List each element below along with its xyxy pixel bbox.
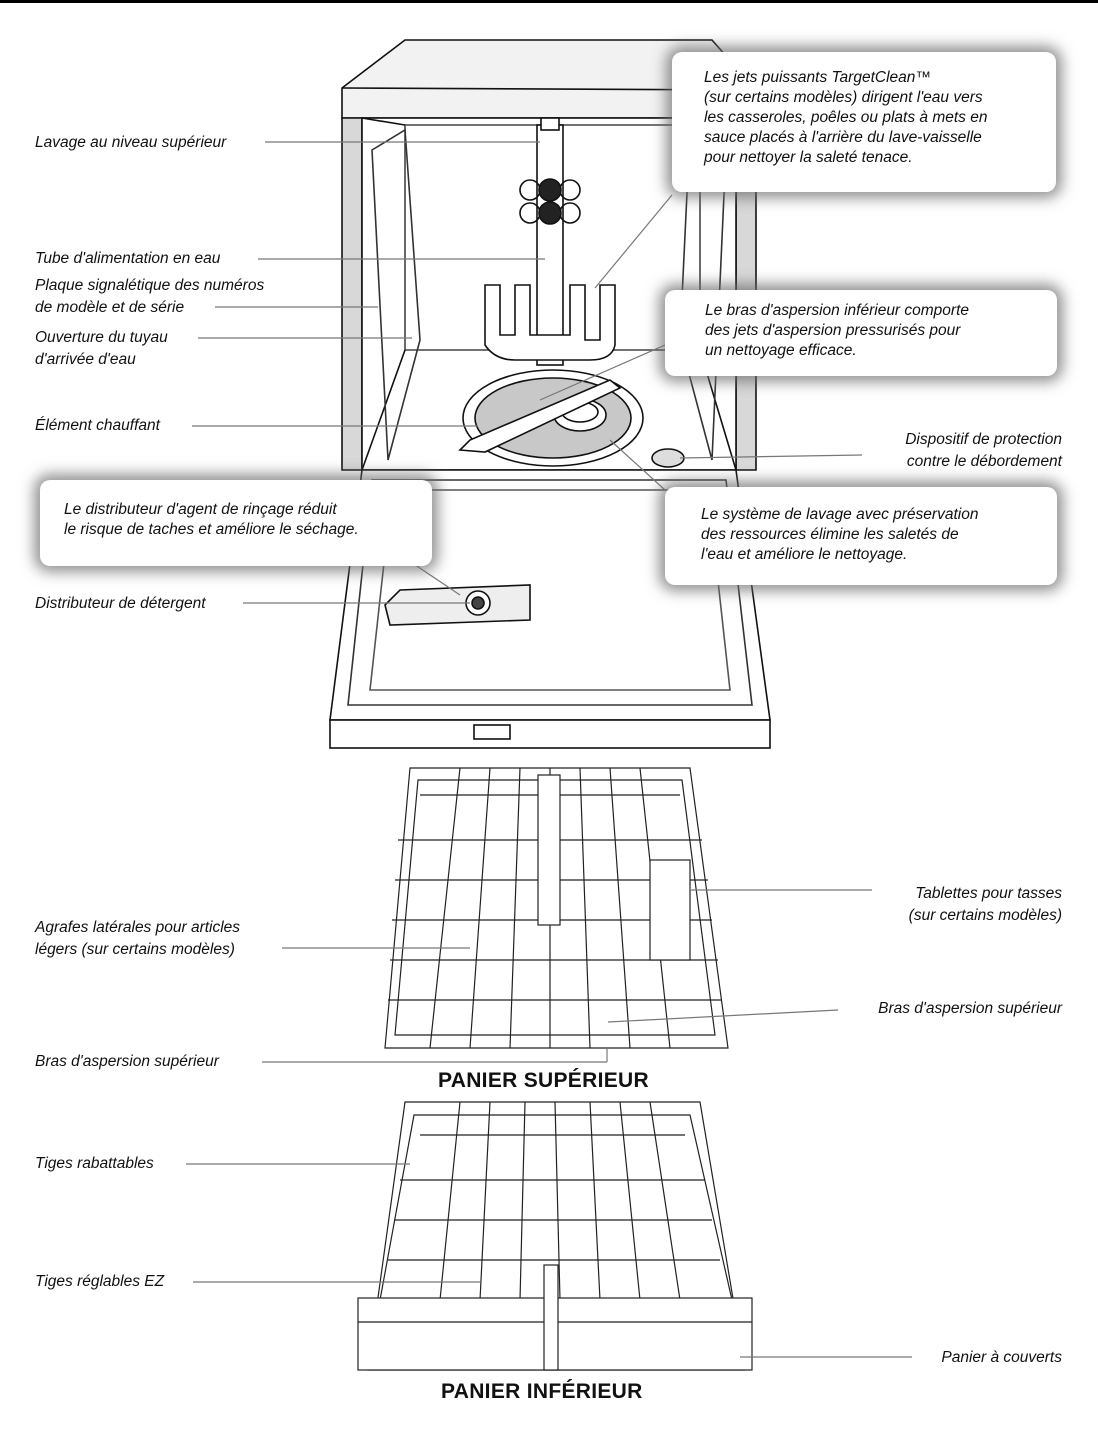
label-tablettes-line1: Tablettes pour tasses <box>915 885 1062 902</box>
leader-lines <box>186 141 912 1358</box>
label-element-chauffant: Élément chauffant <box>35 417 160 434</box>
upper-rack <box>384 767 729 1049</box>
callout-systeme-lavage-line: Le système de lavage avec préservation <box>701 506 979 523</box>
callout-targetclean-line: les casseroles, poêles ou plats à mets e… <box>704 109 988 126</box>
label-tiges-reglables: Tiges réglables EZ <box>35 1273 165 1290</box>
dishwasher-body <box>329 39 771 749</box>
label-distributeur-detergent: Distributeur de détergent <box>35 595 206 612</box>
label-bras-superieur-right: Bras d'aspersion supérieur <box>878 1000 1062 1017</box>
label-tablettes-line2: (sur certains modèles) <box>908 907 1062 924</box>
callout-bras-inferieur: Le bras d'aspersion inférieur comporte d… <box>665 290 1057 376</box>
label-plaque-line1: Plaque signalétique des numéros <box>35 277 265 294</box>
callout-systeme-lavage-line: l'eau et améliore le nettoyage. <box>701 546 908 563</box>
lower-rack <box>357 1101 753 1371</box>
label-ouverture-line2: d'arrivée d'eau <box>35 351 136 368</box>
label-ouverture-line1: Ouverture du tuyau <box>35 329 168 346</box>
top-rule <box>0 0 1098 3</box>
label-agrafes-line2: légers (sur certains modèles) <box>35 941 235 958</box>
label-dispositif-line2: contre le débordement <box>906 453 1062 470</box>
label-lavage-niveau-superieur: Lavage au niveau supérieur <box>35 134 227 151</box>
caption-panier-inferieur: PANIER INFÉRIEUR <box>441 1380 643 1403</box>
callout-targetclean: Les jets puissants TargetClean™ (sur cer… <box>672 52 1056 192</box>
label-tiges-rabattables: Tiges rabattables <box>35 1155 154 1172</box>
callout-rincage: Le distributeur d'agent de rinçage rédui… <box>40 480 432 566</box>
callout-bras-inferieur-line: des jets d'aspersion pressurisés pour <box>705 322 961 339</box>
label-tube-alimentation: Tube d'alimentation en eau <box>35 250 221 267</box>
label-dispositif-line1: Dispositif de protection <box>905 431 1062 448</box>
caption-panier-superieur: PANIER SUPÉRIEUR <box>438 1069 649 1092</box>
callout-targetclean-line: (sur certains modèles) dirigent l'eau ve… <box>704 89 983 106</box>
callout-bras-inferieur-line: Le bras d'aspersion inférieur comporte <box>705 302 970 319</box>
label-plaque-line2: de modèle et de série <box>35 299 185 316</box>
label-agrafes-line1: Agrafes latérales pour articles <box>35 919 241 936</box>
callout-targetclean-line: sauce placés à l'arrière du lave-vaissel… <box>704 129 982 146</box>
callout-rincage-line: Le distributeur d'agent de rinçage rédui… <box>64 501 337 518</box>
callout-targetclean-line: pour nettoyer la saleté tenace. <box>704 149 913 166</box>
label-bras-superieur-left: Bras d'aspersion supérieur <box>35 1053 219 1070</box>
callout-systeme-lavage-line: des ressources élimine les saletés de <box>701 526 959 543</box>
callout-systeme-lavage: Le système de lavage avec préservation d… <box>665 487 1057 585</box>
callout-rincage-line: le risque de taches et améliore le sécha… <box>64 521 359 538</box>
callout-targetclean-line: Les jets puissants TargetClean™ <box>704 69 931 86</box>
label-panier-couverts: Panier à couverts <box>941 1349 1062 1366</box>
callout-bras-inferieur-line: un nettoyage efficace. <box>705 342 857 359</box>
